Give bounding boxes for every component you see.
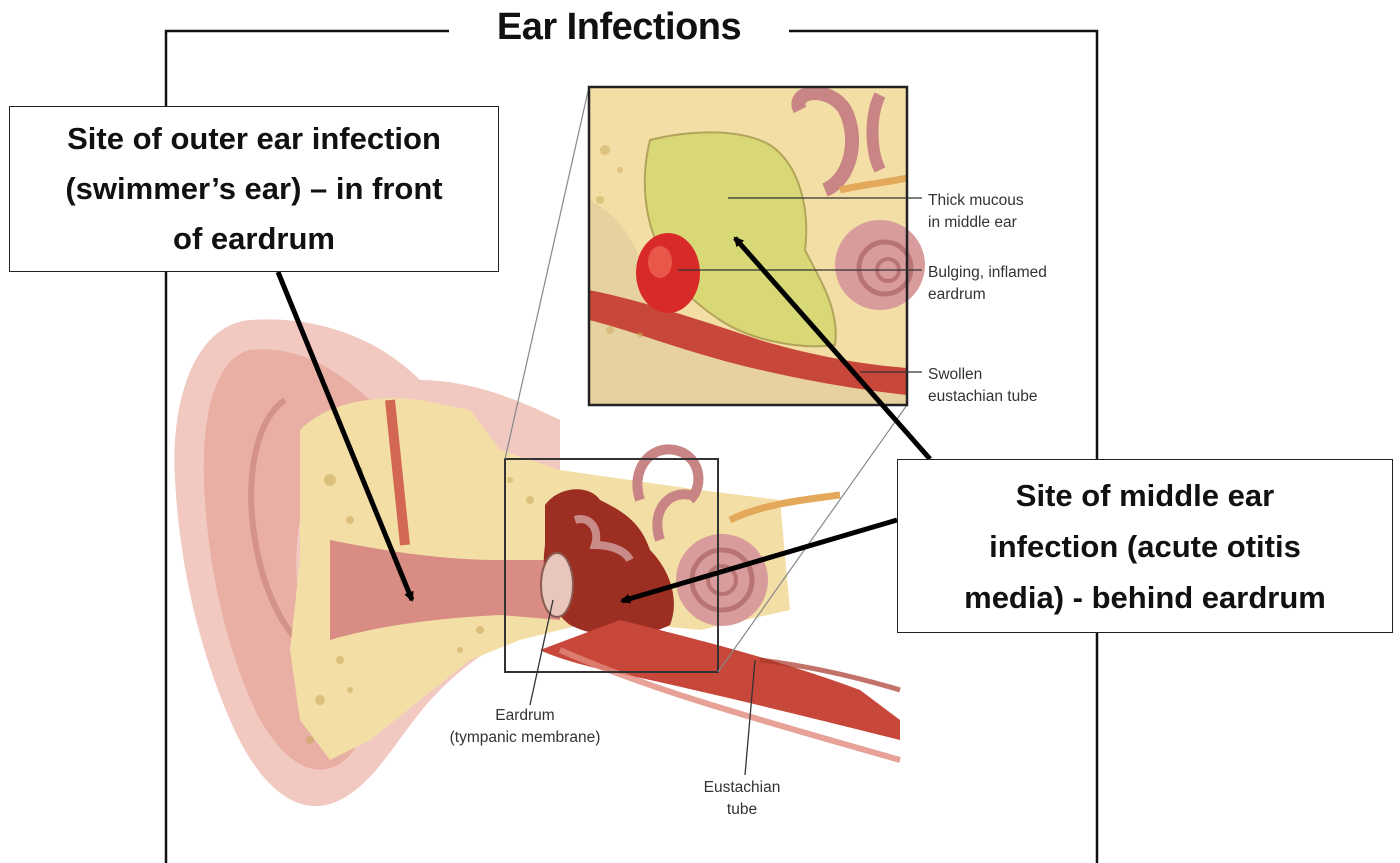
callout-middle-line: infection (acute otitis <box>964 521 1326 572</box>
label-line: eardrum <box>928 284 1047 306</box>
label-line: Eustachian <box>680 777 804 799</box>
callout-outer-line: (swimmer’s ear) – in front <box>65 164 442 214</box>
label-line: in middle ear <box>928 212 1024 234</box>
callout-middle-line: media) - behind eardrum <box>964 572 1326 623</box>
callout-outer-line: of eardrum <box>65 214 442 264</box>
label-thick-mucous: Thick mucous in middle ear <box>928 190 1024 234</box>
label-swollen-eustachian: Swollen eustachian tube <box>928 364 1037 408</box>
callout-middle-line: Site of middle ear <box>964 470 1326 521</box>
label-line: eustachian tube <box>928 386 1037 408</box>
eardrum-shape <box>541 553 573 617</box>
label-line: Swollen <box>928 364 1037 386</box>
label-line: tube <box>680 799 804 821</box>
callout-middle-ear: Site of middle ear infection (acute otit… <box>897 459 1393 633</box>
label-line: Eardrum <box>430 705 620 727</box>
callout-outer-line: Site of outer ear infection <box>65 114 442 164</box>
label-line: (tympanic membrane) <box>430 727 620 749</box>
page-title: Ear Infections <box>449 6 789 49</box>
inset-detail <box>589 87 925 405</box>
label-eardrum: Eardrum (tympanic membrane) <box>430 705 620 749</box>
label-line: Bulging, inflamed <box>928 262 1047 284</box>
label-line: Thick mucous <box>928 190 1024 212</box>
label-bulging-eardrum: Bulging, inflamed eardrum <box>928 262 1047 306</box>
label-eustachian-tube: Eustachian tube <box>680 777 804 821</box>
callout-outer-ear: Site of outer ear infection (swimmer’s e… <box>9 106 499 272</box>
